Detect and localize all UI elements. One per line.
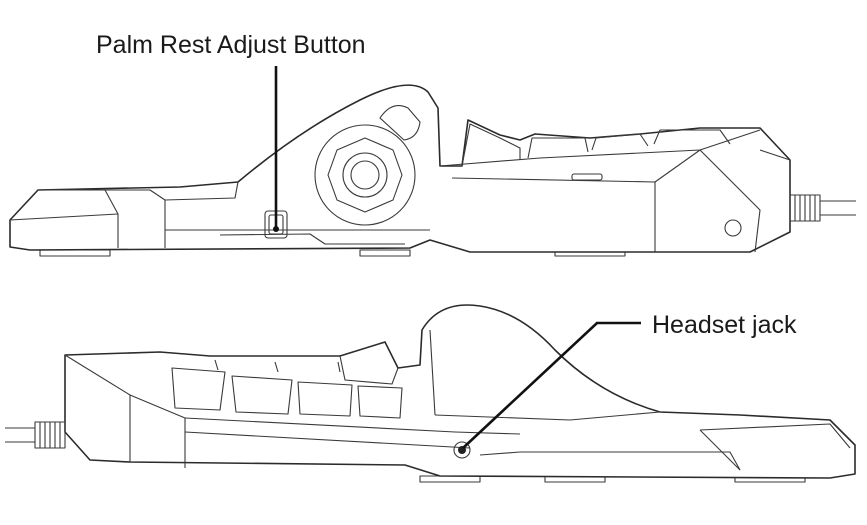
device-body-bottom xyxy=(64,304,856,479)
thumb-button xyxy=(379,105,421,141)
side-view-bottom xyxy=(5,304,856,483)
thumbstick xyxy=(314,124,416,226)
side-view-top xyxy=(9,66,856,257)
callout-leader-headset-jack xyxy=(462,321,641,449)
headset-jack-label: Headset jack xyxy=(652,311,797,339)
keys-bottom-view xyxy=(171,355,403,419)
cable-bottom xyxy=(5,421,66,449)
keys-top-view xyxy=(461,123,731,167)
cable-top xyxy=(789,194,856,222)
palm-rest-adjust-button-label: Palm Rest Adjust Button xyxy=(96,31,366,59)
